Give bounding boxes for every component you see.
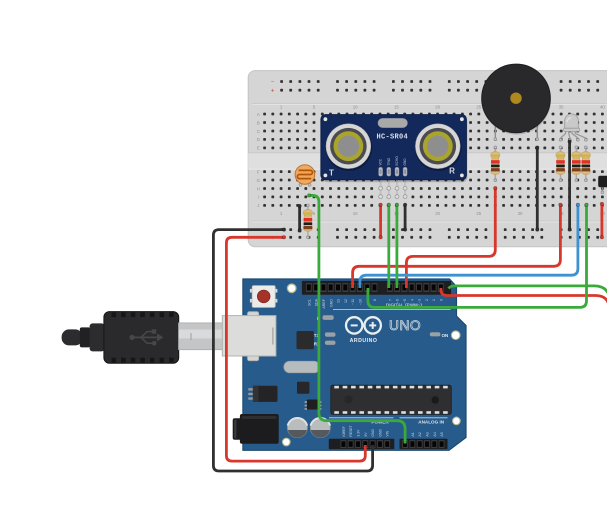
svg-text:ECHO: ECHO bbox=[395, 156, 399, 166]
svg-text:25: 25 bbox=[476, 104, 481, 109]
svg-text:5: 5 bbox=[313, 104, 316, 109]
svg-text:VCC: VCC bbox=[379, 158, 383, 165]
svg-text:C: C bbox=[257, 129, 260, 134]
svg-text:T: T bbox=[329, 169, 334, 178]
svg-text:ARDUINO: ARDUINO bbox=[350, 338, 378, 344]
svg-text:~3: ~3 bbox=[418, 299, 422, 303]
svg-text:G: G bbox=[257, 178, 261, 183]
svg-text:A: A bbox=[257, 112, 260, 117]
svg-text:10: 10 bbox=[353, 211, 358, 216]
svg-text:40: 40 bbox=[600, 104, 605, 109]
svg-text:20: 20 bbox=[435, 104, 440, 109]
svg-text:ANALOG IN: ANALOG IN bbox=[418, 419, 444, 424]
svg-text:ON: ON bbox=[442, 333, 449, 338]
svg-text:E: E bbox=[257, 146, 260, 151]
svg-text:20: 20 bbox=[435, 211, 440, 216]
svg-text:I: I bbox=[258, 195, 259, 200]
svg-text:5V: 5V bbox=[364, 432, 368, 437]
svg-text:B: B bbox=[257, 120, 260, 125]
svg-text:13: 13 bbox=[337, 299, 341, 303]
svg-text:R: R bbox=[449, 167, 455, 176]
svg-text:2: 2 bbox=[425, 299, 429, 301]
svg-text:SDA: SDA bbox=[315, 298, 319, 306]
svg-text:10: 10 bbox=[353, 104, 358, 109]
svg-text:25: 25 bbox=[476, 211, 481, 216]
svg-text:15: 15 bbox=[394, 104, 399, 109]
svg-text:+: + bbox=[271, 88, 275, 95]
svg-text:VIN: VIN bbox=[386, 430, 390, 436]
svg-text:~11: ~11 bbox=[351, 299, 355, 305]
svg-text:3.3V: 3.3V bbox=[357, 429, 361, 437]
svg-text:A1: A1 bbox=[411, 432, 415, 436]
svg-text:4: 4 bbox=[410, 299, 414, 301]
svg-text:7: 7 bbox=[388, 299, 392, 301]
svg-text:30: 30 bbox=[518, 211, 523, 216]
svg-text:RX: RX bbox=[314, 341, 320, 346]
svg-text:1: 1 bbox=[280, 211, 283, 216]
svg-text:F: F bbox=[257, 169, 260, 174]
svg-text:A4: A4 bbox=[433, 432, 437, 436]
svg-text:TRIG: TRIG bbox=[387, 157, 391, 165]
svg-text:−: − bbox=[271, 79, 275, 86]
svg-text:1: 1 bbox=[432, 299, 436, 301]
svg-text:0: 0 bbox=[440, 299, 444, 301]
svg-text:GND: GND bbox=[371, 429, 375, 437]
svg-text:SCL: SCL bbox=[307, 299, 311, 306]
svg-text:~5: ~5 bbox=[403, 299, 407, 303]
svg-text:RESET: RESET bbox=[349, 425, 353, 436]
svg-text:DIGITAL (PWM~): DIGITAL (PWM~) bbox=[386, 303, 423, 308]
svg-text:5: 5 bbox=[313, 211, 316, 216]
svg-text:UNO: UNO bbox=[389, 318, 421, 333]
svg-text:J: J bbox=[257, 203, 259, 208]
svg-text:AREF: AREF bbox=[322, 298, 326, 308]
svg-text:D: D bbox=[257, 137, 260, 142]
svg-text:HC-SR04: HC-SR04 bbox=[377, 134, 409, 142]
svg-text:A5: A5 bbox=[440, 432, 444, 436]
svg-text:8: 8 bbox=[373, 299, 377, 301]
svg-text:~6: ~6 bbox=[396, 299, 400, 303]
svg-text:A2: A2 bbox=[418, 432, 422, 436]
svg-text:35: 35 bbox=[559, 104, 564, 109]
svg-text:GND: GND bbox=[378, 429, 382, 437]
svg-text:IOREF: IOREF bbox=[342, 426, 346, 436]
svg-text:12: 12 bbox=[344, 299, 348, 303]
svg-text:H: H bbox=[257, 186, 260, 191]
svg-text:A3: A3 bbox=[426, 432, 430, 436]
svg-text:~10: ~10 bbox=[359, 299, 363, 305]
svg-text:GND: GND bbox=[329, 299, 333, 307]
svg-text:1: 1 bbox=[280, 104, 283, 109]
svg-text:TX: TX bbox=[314, 333, 320, 338]
svg-text:GND: GND bbox=[403, 158, 407, 166]
